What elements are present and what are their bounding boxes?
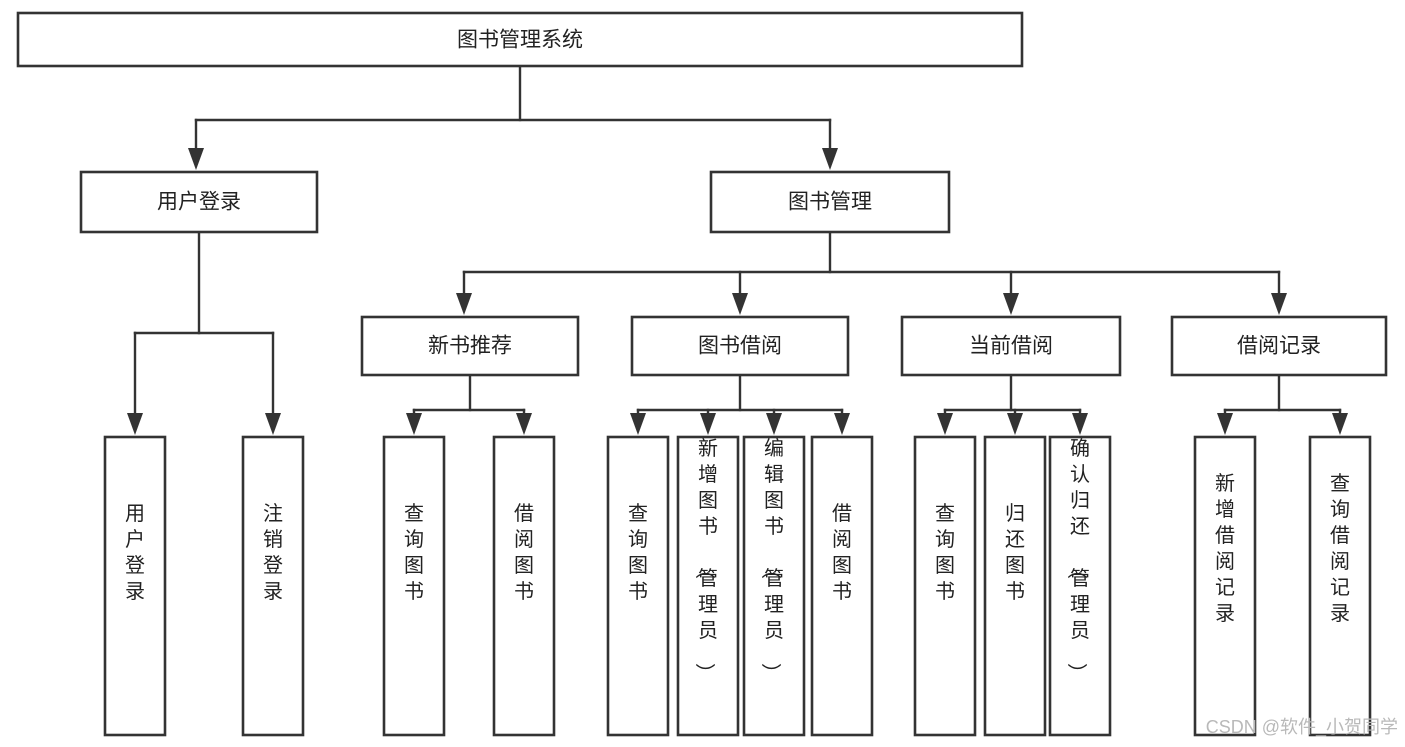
edges-borrowrecord-to-leaves bbox=[1217, 374, 1348, 435]
leaf-node[interactable]: 用户登录 bbox=[103, 435, 167, 737]
arrow-icon bbox=[1271, 293, 1287, 315]
arrow-icon bbox=[766, 413, 782, 435]
arrow-icon bbox=[1332, 413, 1348, 435]
leaf-label: 编辑图书（管理员） bbox=[759, 437, 784, 683]
arrow-icon bbox=[834, 413, 850, 435]
arrow-icon bbox=[188, 148, 204, 170]
arrow-icon bbox=[630, 413, 646, 435]
node-root[interactable]: 图书管理系统 bbox=[16, 11, 1024, 68]
leaf-node[interactable]: 查询图书 bbox=[606, 435, 670, 737]
leaf-label: 用户登录 bbox=[125, 503, 145, 603]
arrow-icon bbox=[265, 413, 281, 435]
leaf-node[interactable]: 注销登录 bbox=[241, 435, 305, 737]
leaf-node[interactable]: 归还图书 bbox=[983, 435, 1047, 737]
leaf-label: 查询图书 bbox=[628, 502, 648, 603]
leaf-label: 查询借阅记录 bbox=[1330, 472, 1350, 625]
node-user-login[interactable]: 用户登录 bbox=[79, 170, 319, 234]
leaf-label: 新增图书（管理员） bbox=[693, 437, 718, 683]
node-book-borrow-label: 图书借阅 bbox=[698, 335, 782, 358]
arrow-icon bbox=[1003, 293, 1019, 315]
arrow-icon bbox=[822, 148, 838, 170]
leaf-label: 确认归还（管理员） bbox=[1065, 437, 1090, 683]
leaf-label: 借阅图书 bbox=[514, 502, 534, 603]
leaf-label: 查询图书 bbox=[935, 502, 955, 603]
arrow-icon bbox=[1007, 413, 1023, 435]
node-book-management[interactable]: 图书管理 bbox=[709, 170, 951, 234]
leaf-node[interactable]: 新增图书（管理员） bbox=[676, 435, 740, 737]
watermark: CSDN @软件_小贺同学 bbox=[1206, 717, 1398, 738]
node-current-borrow-label: 当前借阅 bbox=[969, 335, 1053, 358]
node-new-book-recommend[interactable]: 新书推荐 bbox=[360, 315, 580, 377]
node-book-borrow[interactable]: 图书借阅 bbox=[630, 315, 850, 377]
node-new-book-recommend-label: 新书推荐 bbox=[428, 335, 512, 358]
node-current-borrow[interactable]: 当前借阅 bbox=[900, 315, 1122, 377]
node-root-label: 图书管理系统 bbox=[457, 29, 583, 52]
node-borrow-record-label: 借阅记录 bbox=[1237, 335, 1321, 358]
edges-newbook-to-leaves bbox=[406, 374, 532, 435]
leaf-label: 新增借阅记录 bbox=[1215, 472, 1235, 625]
node-user-login-label: 用户登录 bbox=[157, 191, 241, 214]
leaf-node[interactable]: 借阅图书 bbox=[810, 435, 874, 737]
leaf-label: 注销登录 bbox=[263, 502, 283, 603]
leaf-node[interactable]: 确认归还（管理员） bbox=[1048, 435, 1112, 737]
leaf-node[interactable]: 查询借阅记录 bbox=[1308, 435, 1372, 737]
leaf-node[interactable]: 查询图书 bbox=[382, 435, 446, 737]
arrow-icon bbox=[1217, 413, 1233, 435]
node-book-management-label: 图书管理 bbox=[788, 191, 872, 214]
arrow-icon bbox=[937, 413, 953, 435]
edges-bookmgmt-to-level3 bbox=[456, 231, 1287, 315]
arrow-icon bbox=[516, 413, 532, 435]
leaf-node[interactable]: 新增借阅记录 bbox=[1193, 435, 1257, 737]
leaf-node[interactable]: 编辑图书（管理员） bbox=[742, 435, 806, 737]
leaf-label: 归还图书 bbox=[1005, 502, 1025, 603]
arrow-icon bbox=[127, 413, 143, 435]
leaf-node[interactable]: 借阅图书 bbox=[492, 435, 556, 737]
edges-bookborrow-to-leaves bbox=[630, 374, 850, 435]
arrow-icon bbox=[732, 293, 748, 315]
edges-currentborrow-to-leaves bbox=[937, 374, 1088, 435]
edges-root-to-level2 bbox=[188, 64, 838, 170]
edges-userlogin-to-leaves bbox=[127, 231, 281, 435]
arrow-icon bbox=[700, 413, 716, 435]
arrow-icon bbox=[406, 413, 422, 435]
node-borrow-record[interactable]: 借阅记录 bbox=[1170, 315, 1388, 377]
leaf-node[interactable]: 查询图书 bbox=[913, 435, 977, 737]
arrow-icon bbox=[456, 293, 472, 315]
arrow-icon bbox=[1072, 413, 1088, 435]
leaf-label: 查询图书 bbox=[404, 502, 424, 603]
leaf-label: 借阅图书 bbox=[832, 502, 852, 603]
